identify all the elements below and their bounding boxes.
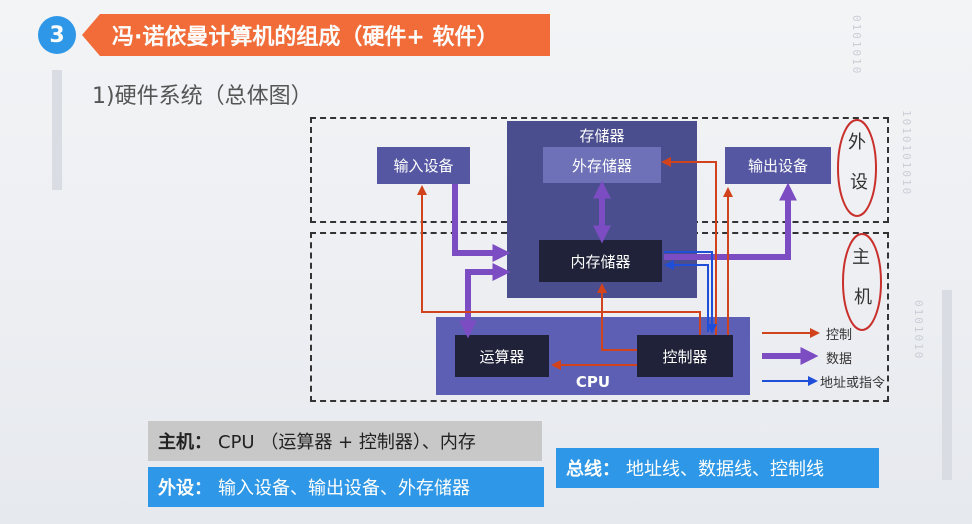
host-summary-text: CPU （运算器 + 控制器）、内存 <box>218 432 476 453</box>
legend-data-label: 数据 <box>826 352 853 367</box>
background-arrow-decoration <box>52 70 62 190</box>
data-arrow-memory-to-output <box>664 182 797 260</box>
output-device-block: 输出设备 <box>725 147 831 184</box>
alu-block: 运算器 <box>455 335 549 377</box>
background-arrow-decoration <box>942 290 952 480</box>
external-memory-block: 外存储器 <box>543 147 661 183</box>
annotation-host-char1: 主 <box>852 247 870 268</box>
bus-summary-label: 总线： <box>566 459 620 480</box>
background-binary-decoration: 0101010 <box>912 300 925 361</box>
control-arrow-to-memory <box>597 283 637 351</box>
annotation-peripheral-char1: 外 <box>848 132 866 153</box>
peripheral-summary-box: 外设： 输入设备、输出设备、外存储器 <box>148 467 544 507</box>
section-number-badge: 3 <box>38 16 76 54</box>
bus-summary-box: 总线： 地址线、数据线、控制线 <box>556 448 879 488</box>
host-summary-label: 主机： <box>158 432 212 453</box>
data-arrow-alu-memory <box>459 263 511 339</box>
section-subtitle: 1)硬件系统（总体图） <box>92 84 313 109</box>
control-arrow-to-input <box>417 185 701 335</box>
bus-summary-text: 地址线、数据线、控制线 <box>626 459 824 480</box>
peripheral-summary-text: 输入设备、输出设备、外存储器 <box>218 478 470 499</box>
address-arrow-memory-to-controller <box>664 251 717 334</box>
legend-address-label: 地址或指令 <box>820 376 886 391</box>
host-summary-box: 主机： CPU （运算器 + 控制器）、内存 <box>148 421 542 461</box>
background-binary-decoration: 0101010 <box>850 15 863 76</box>
input-device-block: 输入设备 <box>377 147 470 184</box>
address-arrow-controller-to-memory <box>664 260 709 332</box>
annotation-peripheral-char2: 设 <box>850 172 868 193</box>
page-title: 冯·诺依曼计算机的组成（硬件+ 软件） <box>82 14 550 56</box>
peripheral-summary-label: 外设： <box>158 478 212 499</box>
data-arrow-input-to-memory <box>452 184 511 262</box>
annotation-oval-peripheral <box>837 119 877 217</box>
legend-control-label: 控制 <box>826 328 853 343</box>
internal-memory-block: 内存储器 <box>539 240 662 282</box>
annotation-oval-host <box>842 233 882 331</box>
annotation-host-char2: 机 <box>854 287 872 308</box>
controller-block: 控制器 <box>637 335 733 377</box>
background-binary-decoration: 1010101010 <box>900 110 913 197</box>
control-arrow-to-external <box>661 157 717 335</box>
